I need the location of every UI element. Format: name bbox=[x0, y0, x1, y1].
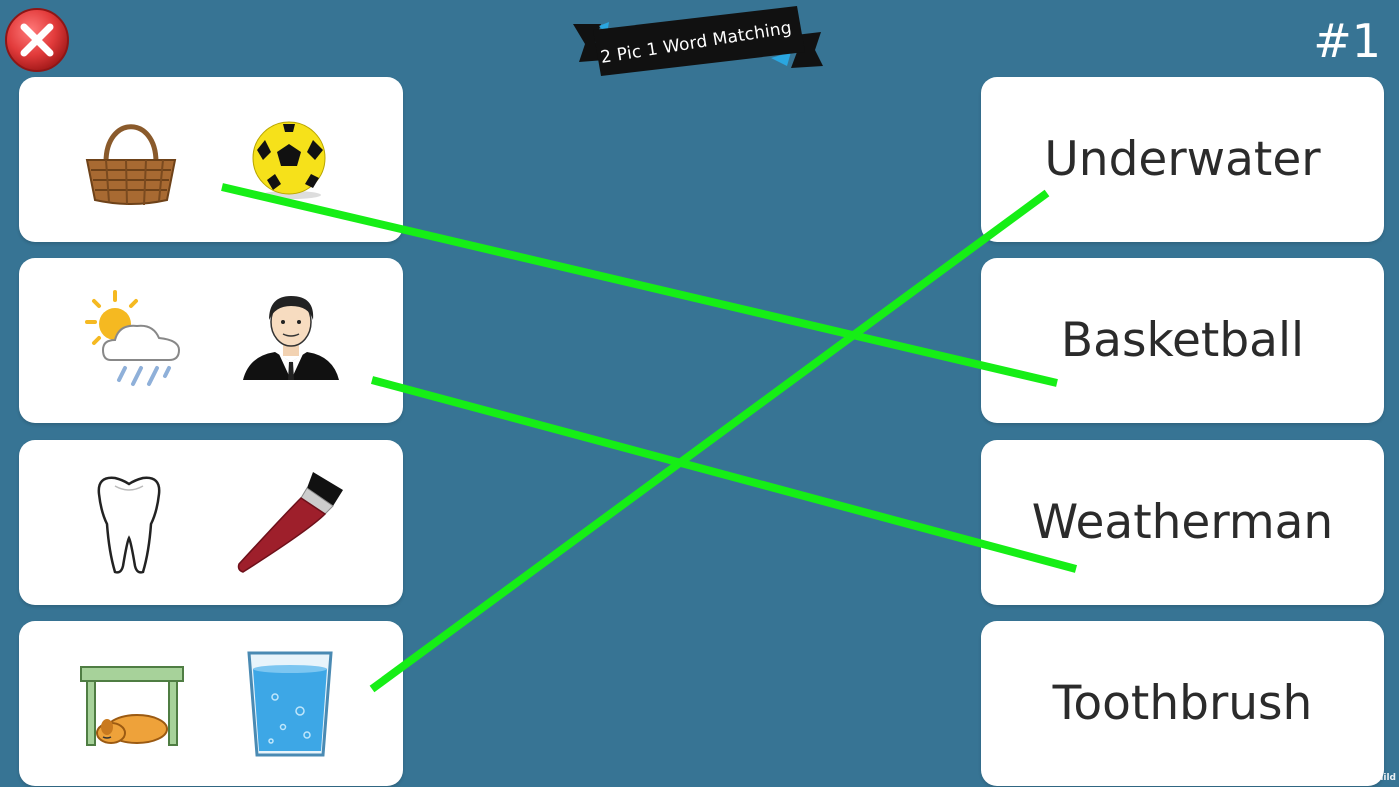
match-line-weather-weatherman bbox=[370, 376, 1078, 573]
man-in-suit-icon bbox=[239, 290, 343, 382]
match-line-table-underwater bbox=[369, 189, 1050, 693]
tooth-icon bbox=[91, 472, 167, 576]
basket-icon bbox=[81, 110, 181, 210]
level-number: #1 bbox=[1313, 14, 1381, 68]
paintbrush-icon bbox=[235, 468, 347, 576]
word-label: Underwater bbox=[1044, 132, 1321, 187]
title-banner: 2 Pic 1 Word Matching bbox=[565, 2, 827, 82]
picture-card-2[interactable] bbox=[19, 258, 403, 423]
word-label: Weatherman bbox=[1031, 495, 1334, 550]
word-card-3[interactable]: Weatherman bbox=[981, 440, 1384, 605]
table-dog-icon bbox=[77, 663, 187, 749]
rain-cloud-sun-icon bbox=[77, 284, 187, 394]
picture-card-4[interactable] bbox=[19, 621, 403, 786]
word-card-2[interactable]: Basketball bbox=[981, 258, 1384, 423]
development-build-label: Development Build bbox=[1299, 773, 1396, 783]
picture-card-3[interactable] bbox=[19, 440, 403, 605]
word-card-4[interactable]: Toothbrush bbox=[981, 621, 1384, 786]
water-glass-icon bbox=[245, 647, 335, 761]
word-card-1[interactable]: Underwater bbox=[981, 77, 1384, 242]
close-button[interactable] bbox=[4, 7, 70, 73]
close-icon bbox=[5, 8, 69, 72]
picture-card-1[interactable] bbox=[19, 77, 403, 242]
word-label: Toothbrush bbox=[1052, 676, 1313, 731]
soccer-ball-icon bbox=[249, 120, 329, 200]
word-label: Basketball bbox=[1060, 313, 1305, 368]
